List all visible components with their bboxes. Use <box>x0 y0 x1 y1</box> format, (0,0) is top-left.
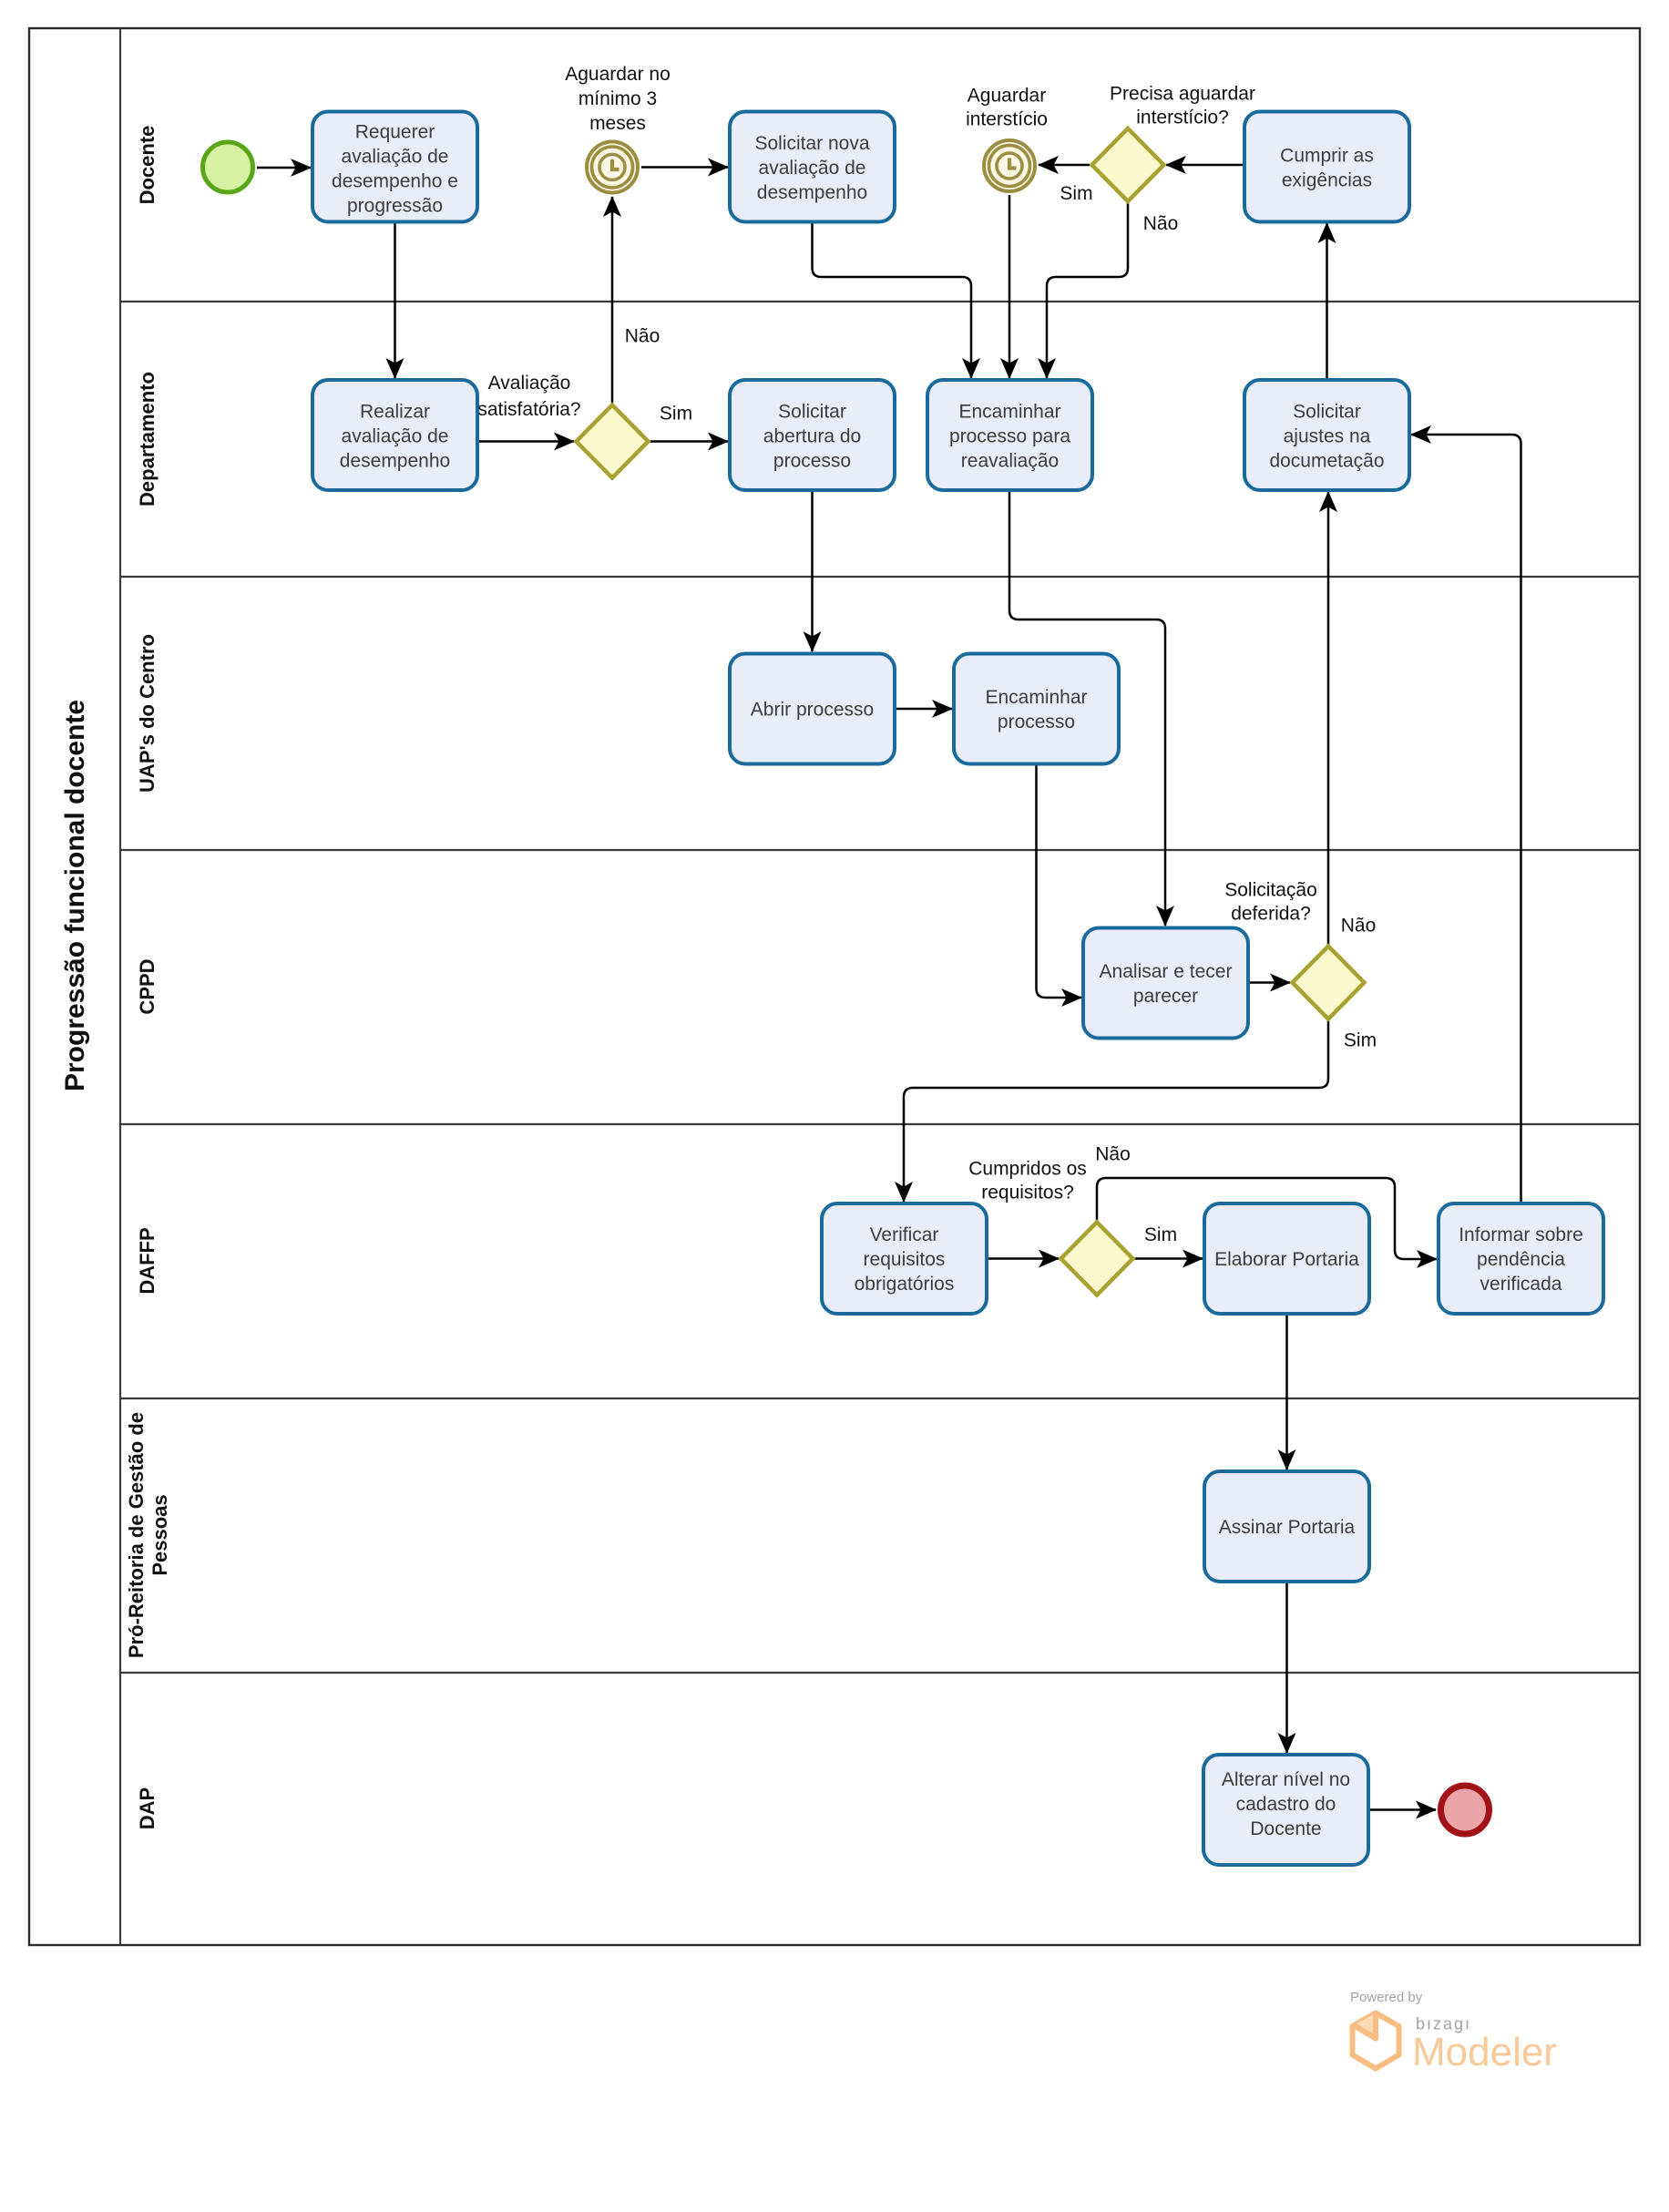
svg-text:Não: Não <box>1143 213 1179 234</box>
svg-text:UAP's do Centro: UAP's do Centro <box>136 634 159 793</box>
svg-text:Sim: Sim <box>1344 1030 1377 1051</box>
svg-text:Pró-Reitoria de Gestão de: Pró-Reitoria de Gestão de <box>125 1412 148 1658</box>
svg-text:Assinar Portaria: Assinar Portaria <box>1219 1517 1356 1538</box>
svg-text:Departamento: Departamento <box>136 372 159 507</box>
svg-text:Abrir processo: Abrir processo <box>751 700 874 721</box>
svg-text:Powered by: Powered by <box>1350 1990 1423 2005</box>
svg-text:Não: Não <box>1095 1144 1131 1165</box>
svg-text:Docente: Docente <box>136 126 159 205</box>
svg-text:DAFFP: DAFFP <box>136 1227 159 1294</box>
svg-text:CPPD: CPPD <box>136 958 159 1014</box>
svg-text:bızagı: bızagı <box>1416 2015 1471 2033</box>
svg-text:Elaborar Portaria: Elaborar Portaria <box>1214 1249 1359 1270</box>
svg-text:DAP: DAP <box>136 1787 159 1829</box>
svg-text:Sim: Sim <box>1060 183 1092 204</box>
svg-text:Pessoas: Pessoas <box>148 1494 171 1575</box>
svg-text:Progressão funcional docente: Progressão funcional docente <box>60 700 90 1091</box>
svg-text:Sim: Sim <box>1144 1224 1177 1245</box>
svg-text:Sim: Sim <box>660 404 692 425</box>
svg-text:Não: Não <box>625 326 660 347</box>
svg-text:Modeler: Modeler <box>1412 2030 1557 2074</box>
svg-text:Não: Não <box>1341 916 1377 937</box>
